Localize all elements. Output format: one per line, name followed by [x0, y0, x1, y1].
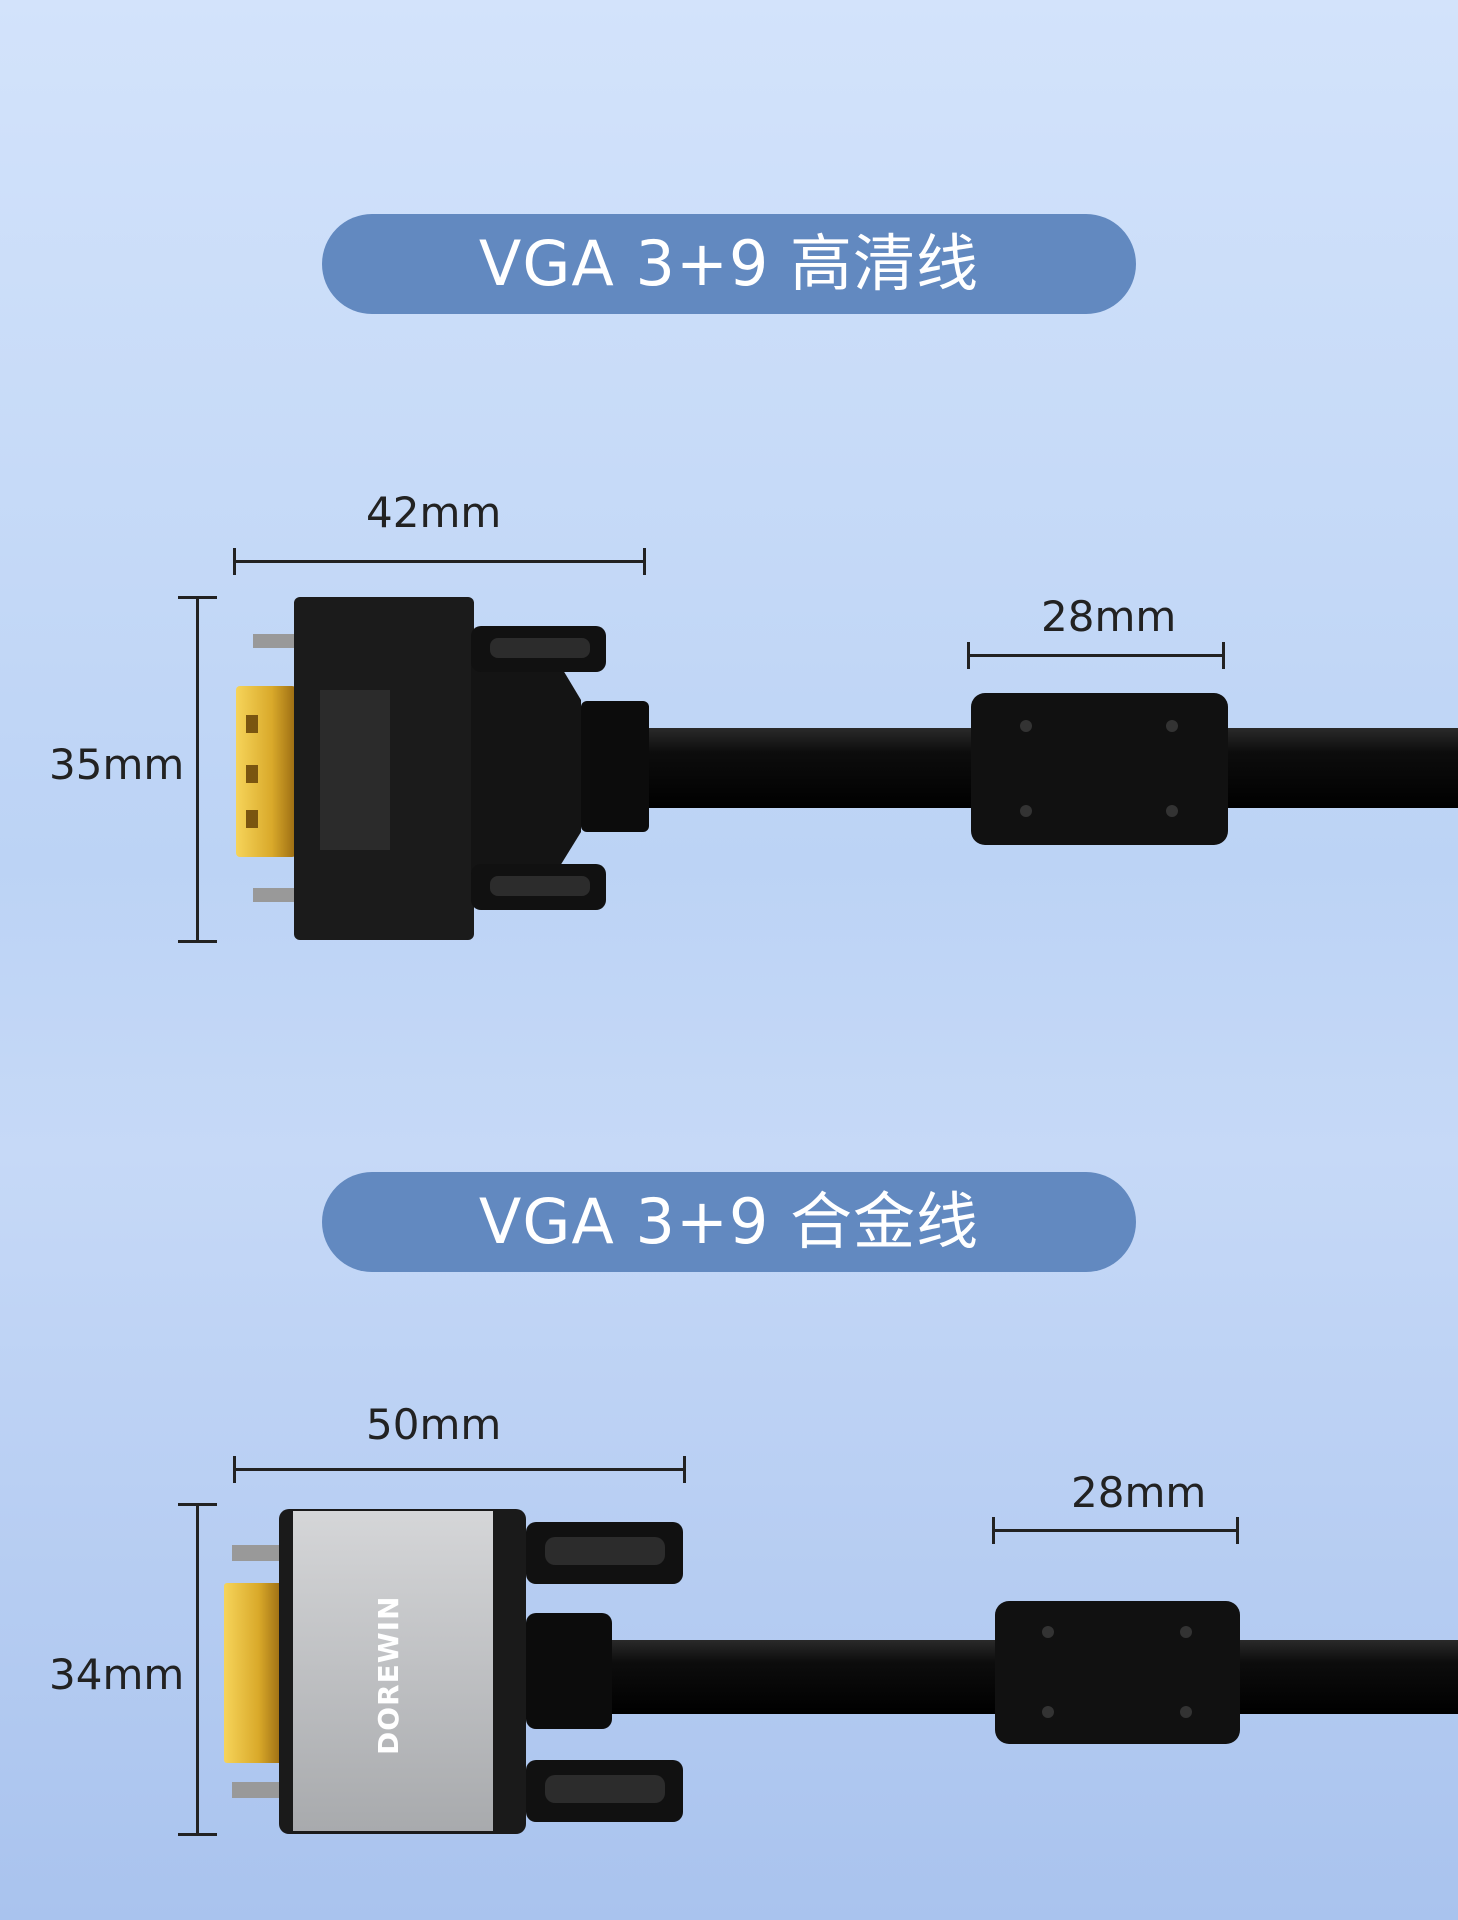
connector-length-label: 42mm: [366, 488, 502, 537]
brand-logo: DOREWIN: [372, 1596, 405, 1755]
screw-thread-top: [253, 634, 295, 648]
section-title-alloy: VGA 3+9 合金线: [322, 1172, 1136, 1272]
connector-length-dimension-line: [233, 1456, 686, 1483]
strain-relief-boot: [526, 1613, 612, 1729]
connector-height-label: 35mm: [49, 740, 185, 789]
strain-relief-boot: [581, 701, 649, 832]
connector-height-dimension-line: [178, 596, 217, 943]
ferrite-length-dimension-line: [992, 1517, 1239, 1544]
screw-thread-bottom: [232, 1782, 280, 1798]
screw-thread-bottom: [253, 888, 295, 902]
gold-pins: [224, 1583, 282, 1763]
connector-height-dimension-line: [178, 1503, 217, 1836]
connector-length-label: 50mm: [366, 1400, 502, 1449]
ferrite-length-dimension-line: [967, 642, 1225, 669]
ferrite-length-label: 28mm: [1041, 592, 1177, 641]
alloy-shell: [293, 1511, 493, 1831]
vga-alloy-cable: DOREWIN: [224, 1509, 1458, 1834]
screw-thread-top: [232, 1545, 280, 1561]
gold-pins: [236, 686, 296, 857]
ferrite-core: [995, 1601, 1240, 1744]
ferrite-length-label: 28mm: [1071, 1468, 1207, 1517]
connector-height-label: 34mm: [49, 1650, 185, 1699]
connector-shell: [471, 649, 581, 880]
vga-standard-cable: [236, 597, 1458, 940]
ferrite-core: [971, 693, 1228, 845]
section-title-standard: VGA 3+9 高清线: [322, 214, 1136, 314]
connector-length-dimension-line: [233, 548, 646, 575]
